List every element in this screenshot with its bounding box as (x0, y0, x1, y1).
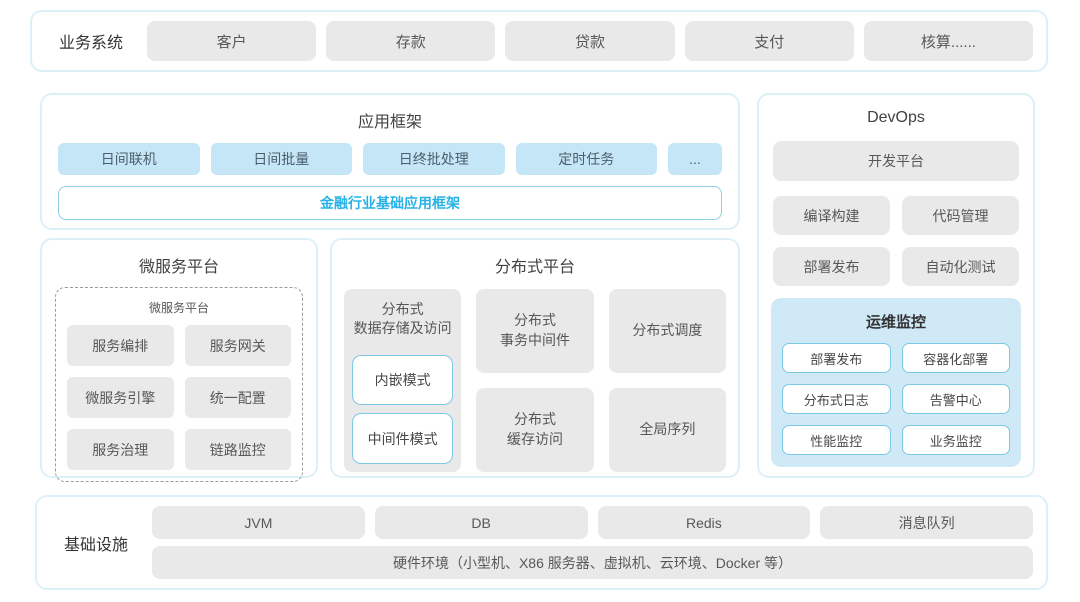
business-systems-label: 业务系统 (58, 35, 123, 52)
infrastructure-items: JVM DB Redis 消息队列 (152, 506, 1033, 539)
infra-db: DB (374, 506, 588, 539)
distributed-scheduling-card: 分布式调度 (608, 289, 726, 373)
embedded-mode: 内嵌模式 (352, 354, 454, 406)
business-systems-band: 业务系统 客户 存款 贷款 支付 核算...... (30, 10, 1048, 72)
business-item-payment: 支付 (684, 21, 854, 61)
ms-unified-config: 统一配置 (184, 377, 291, 418)
ops-monitoring-title: 运维监控 (865, 314, 926, 331)
business-item-accounting: 核算...... (863, 21, 1034, 61)
microservice-title: 微服务平台 (138, 259, 219, 276)
tool-deploy: 部署发布 (773, 247, 890, 286)
middleware-mode: 中间件模式 (352, 413, 454, 464)
tool-auto-test: 自动化测试 (902, 247, 1019, 286)
distributed-cache-card: 分布式 缓存访问 (476, 388, 594, 472)
infra-jvm: JVM (152, 506, 365, 539)
ms-gateway: 服务网关 (184, 325, 291, 366)
microservice-panel: 微服务平台 微服务平台 服务编排 服务网关 微服务引擎 统一配置 服务治理 链路… (40, 238, 318, 482)
monitor-performance: 性能监控 (782, 425, 891, 455)
ops-monitoring-panel: 运维监控 部署发布 容器化部署 分布式日志 告警中心 性能监控 业务监控 (771, 298, 1021, 467)
microservice-inner-title: 微服务平台 (148, 301, 209, 315)
infrastructure-label: 基础设施 (63, 536, 128, 554)
module-eod-batch: 日终批处理 (363, 143, 505, 175)
monitor-business: 业务监控 (901, 425, 1010, 455)
hardware-environment: 硬件环境（小型机、X86 服务器、虚拟机、云环境、Docker 等） (152, 546, 1033, 579)
finance-base-framework: 金融行业基础应用框架 (58, 186, 722, 220)
distributed-title: 分布式平台 (494, 259, 575, 276)
business-item-deposit: 存款 (326, 21, 496, 61)
monitor-alert-center: 告警中心 (901, 384, 1010, 414)
ms-engine: 微服务引擎 (67, 377, 174, 418)
monitor-deploy-release: 部署发布 (782, 343, 891, 373)
distributed-grid: 分布式 数据存储及访问 内嵌模式 中间件模式 分布式 事务中间件 分布式调度 分… (344, 289, 726, 472)
tool-build: 编译构建 (773, 196, 890, 235)
infrastructure-band: 基础设施 JVM DB Redis 消息队列 硬件环境（小型机、X86 服务器、… (35, 495, 1048, 590)
devops-panel: DevOps 开发平台 编译构建 代码管理 部署发布 自动化测试 运维监控 部署… (757, 93, 1035, 478)
app-framework-modules: 日间联机 日间批量 日终批处理 定时任务 ... (58, 143, 722, 175)
app-framework-panel: 应用框架 日间联机 日间批量 日终批处理 定时任务 ... 金融行业基础应用框架 (40, 93, 740, 230)
module-daytime-online: 日间联机 (58, 143, 200, 175)
infrastructure-body: JVM DB Redis 消息队列 硬件环境（小型机、X86 服务器、虚拟机、云… (152, 506, 1033, 579)
module-more: ... (668, 143, 722, 175)
microservice-items: 服务编排 服务网关 微服务引擎 统一配置 服务治理 链路监控 (67, 325, 291, 470)
dev-platform: 开发平台 (773, 141, 1019, 181)
distributed-storage-card: 分布式 数据存储及访问 内嵌模式 中间件模式 (344, 289, 462, 472)
monitor-distributed-log: 分布式日志 (782, 384, 891, 414)
global-sequence-card: 全局序列 (608, 388, 726, 472)
ops-monitoring-items: 部署发布 容器化部署 分布式日志 告警中心 性能监控 业务监控 (782, 343, 1010, 455)
distributed-transaction-card: 分布式 事务中间件 (476, 289, 594, 373)
infra-message-queue: 消息队列 (820, 506, 1033, 539)
module-daytime-batch: 日间批量 (210, 143, 352, 175)
business-item-loan: 贷款 (505, 21, 675, 61)
distributed-storage-title: 分布式 数据存储及访问 (353, 301, 452, 336)
monitor-container-deploy: 容器化部署 (901, 343, 1010, 373)
ms-trace-monitor: 链路监控 (184, 429, 291, 470)
devops-title: DevOps (867, 109, 925, 126)
microservice-inner-box: 微服务平台 服务编排 服务网关 微服务引擎 统一配置 服务治理 链路监控 (55, 287, 303, 482)
infra-redis: Redis (597, 506, 811, 539)
ms-governance: 服务治理 (67, 429, 174, 470)
devops-tools: 编译构建 代码管理 部署发布 自动化测试 (773, 196, 1019, 286)
module-scheduled-task: 定时任务 (515, 143, 657, 175)
ms-orchestration: 服务编排 (67, 325, 174, 366)
business-item-customer: 客户 (147, 21, 317, 61)
tool-code-mgmt: 代码管理 (902, 196, 1019, 235)
distributed-panel: 分布式平台 分布式 数据存储及访问 内嵌模式 中间件模式 分布式 事务中间件 分… (330, 238, 740, 478)
app-framework-title: 应用框架 (357, 114, 422, 131)
